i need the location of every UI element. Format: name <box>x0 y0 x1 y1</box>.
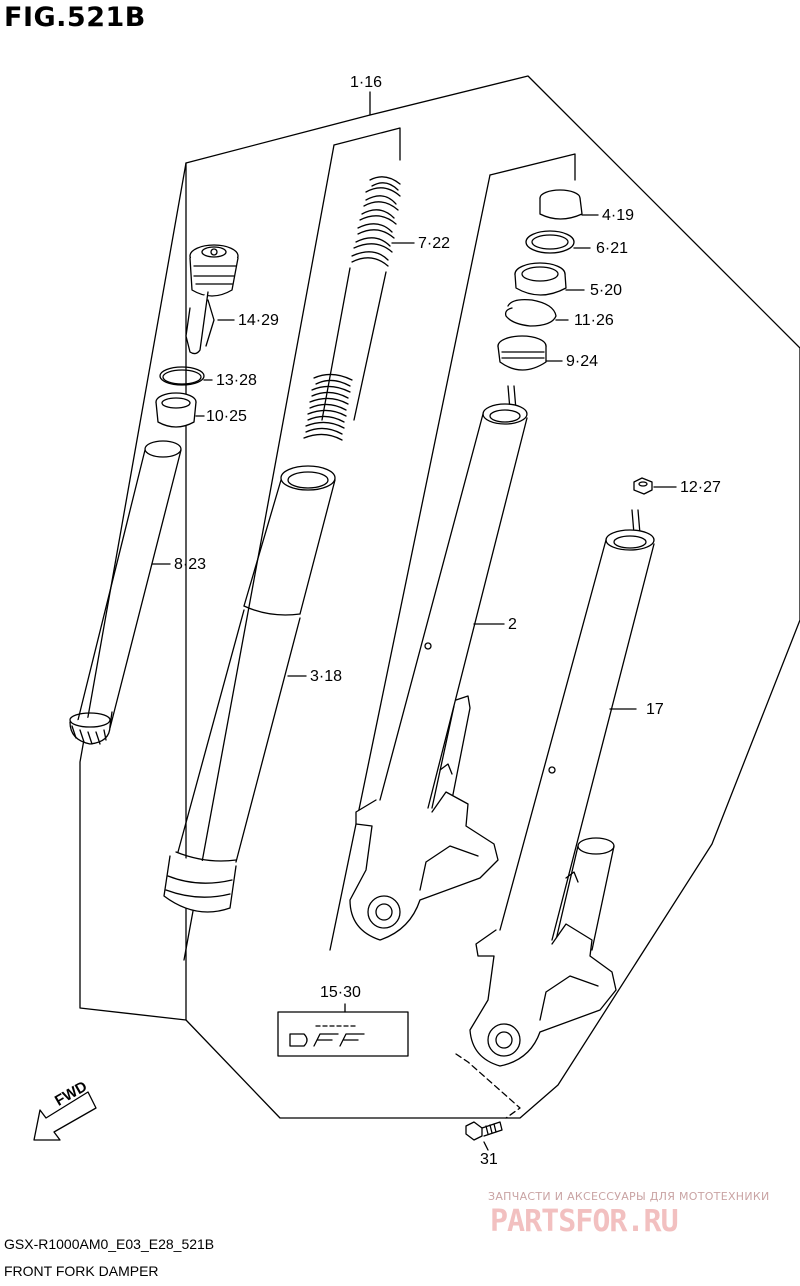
leader-31 <box>483 1141 489 1151</box>
part-10-25-collar <box>155 392 197 428</box>
inner-frame-damper-edge <box>183 144 335 961</box>
part-3-18-cartridge <box>163 465 336 913</box>
callout-4-19: 4·19 <box>602 207 635 224</box>
callout-17: 17 <box>646 701 664 718</box>
callout-9-24: 9·24 <box>566 353 599 370</box>
diagram-name: FRONT FORK DAMPER <box>4 1263 159 1279</box>
diagram-code: GSX-R1000AM0_E03_E28_521B <box>4 1236 215 1252</box>
part-4-19-bushing <box>539 189 583 220</box>
callout-13-28: 13·28 <box>216 372 257 389</box>
callout-31: 31 <box>480 1151 498 1168</box>
callout-10-25: 10·25 <box>206 408 247 425</box>
part-6-21-washer <box>525 230 575 254</box>
figure-title: FIG.521B <box>4 2 146 33</box>
callout-5-20: 5·20 <box>590 282 623 299</box>
inner-frame-seals <box>489 153 576 181</box>
callout-1-16: 1·16 <box>350 74 383 91</box>
callout-8-23: 8·23 <box>174 556 207 573</box>
part-11-26-circlip <box>504 298 557 327</box>
inner-frame-damper <box>333 127 401 161</box>
callout-12-27: 12·27 <box>680 479 721 496</box>
callout-6-21: 6·21 <box>596 240 629 257</box>
watermark-tagline: ЗАПЧАСТИ И АКСЕССУАРЫ ДЛЯ МОТОТЕХНИКИ <box>488 1190 770 1203</box>
callout-7-22: 7·22 <box>418 235 451 252</box>
part-9-24-dust-seal <box>497 335 547 371</box>
callout-14-29: 14·29 <box>238 312 279 329</box>
inner-frame-left <box>79 162 187 1021</box>
part-17-outer-tube <box>469 509 655 1067</box>
part-5-20-oil-seal <box>514 262 567 296</box>
part-31-bolt <box>465 1121 503 1141</box>
callout-11-26: 11·26 <box>574 312 614 329</box>
part-13-28-o-ring <box>159 366 205 386</box>
watermark-logo: PARTSFOR.RU <box>490 1204 679 1239</box>
part-14-29-adjuster <box>185 244 239 355</box>
callout-15-30: 15·30 <box>320 984 361 1001</box>
callout-3-18: 3·18 <box>310 668 343 685</box>
part-2-outer-tube <box>349 385 528 941</box>
assembly-frame <box>185 75 800 1119</box>
part-8-23-spacer-tube <box>69 440 182 745</box>
fwd-arrow <box>33 1091 97 1141</box>
part-7-22-spring <box>303 176 401 441</box>
part-15-30-label <box>277 1011 409 1057</box>
bolt-dashed-path <box>455 1053 521 1119</box>
callout-2: 2 <box>508 616 517 633</box>
part-12-27-nut <box>633 477 653 495</box>
